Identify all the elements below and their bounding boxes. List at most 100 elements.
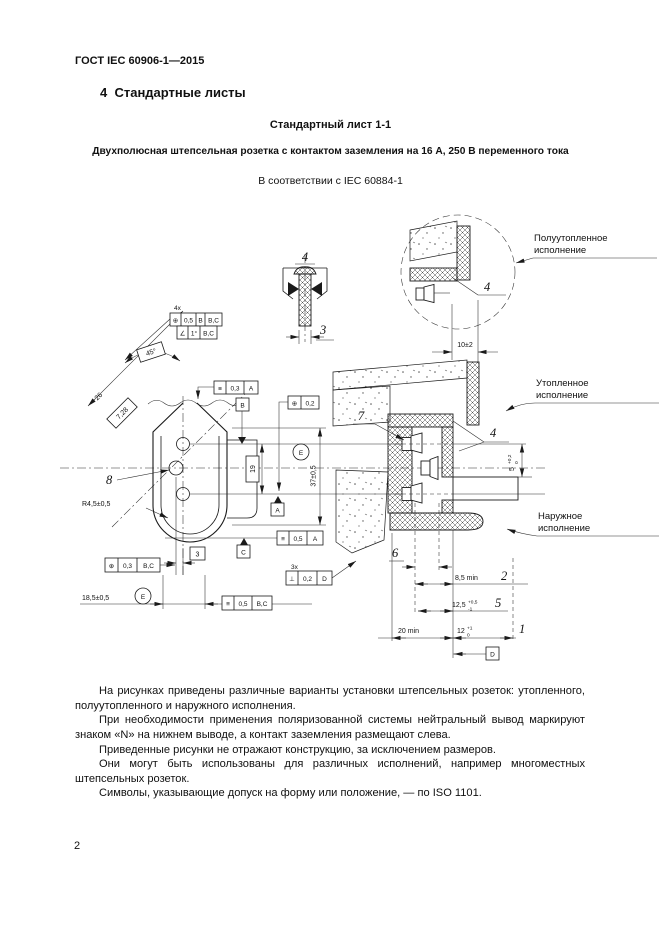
callout-recessed-line2: исполнение — [536, 390, 588, 401]
sym-bottom-tol: 0,5 — [238, 601, 247, 608]
callout-surface-line2: исполнение — [538, 523, 590, 534]
datum-C-label: C — [241, 550, 246, 557]
pin-detail-view: 4 3 — [282, 250, 334, 344]
dim-engagement: 18,5±0,5 E — [80, 575, 312, 609]
datum-B: B — [235, 397, 250, 444]
datum-E-circle2: E — [141, 594, 146, 601]
callout-semi-line1: Полуутопленное — [534, 233, 608, 244]
datum-A: A — [270, 496, 285, 517]
dim-10-2: 10±2 — [457, 342, 473, 349]
tolerance-frame-holes: 4x ⊕ 0,5 B B,C ∠ 1° B,C — [124, 305, 223, 361]
perp-datum: D — [322, 576, 327, 583]
qty-4x: 4x — [174, 305, 182, 312]
tolerance-frame-pos-small: ⊕ 0,2 — [276, 395, 320, 491]
contacts — [401, 432, 439, 504]
qty-3x: 3x — [291, 564, 299, 571]
symmetry-symbol-icon: ≡ — [218, 386, 222, 393]
dim-12-5: 12,5 — [452, 602, 466, 609]
item-4-pin: 4 — [302, 250, 308, 264]
dim-earth-depth: 5 +0,2 0 — [507, 443, 532, 478]
dim-12-5-sup: +0,5 — [468, 600, 478, 606]
tolerance-frame-sym-top: ≡ 0,3 A — [195, 380, 259, 399]
detail-circle: 4 — [400, 214, 516, 330]
dim-37: 37±0,5 — [311, 465, 318, 486]
datum-E-circle: E — [299, 450, 304, 457]
tolerance-frame-sym-bottom: ≡ 0,5 B,C — [221, 595, 273, 611]
note-paragraph: Они могут быть использованы для различны… — [75, 758, 585, 785]
callout-recessed-line1: Утопленное — [536, 378, 589, 389]
page-number: 2 — [74, 840, 81, 852]
callout-semi-line2: исполнение — [534, 245, 586, 256]
face-view: 26 7,28 45° 4x ⊕ 0,5 B B,C — [80, 305, 402, 611]
dim-recess-depth: 10±2 — [432, 300, 498, 362]
item-6: 6 — [392, 546, 399, 560]
item-8: 8 — [106, 473, 113, 487]
position-symbol-icon: ⊕ — [292, 401, 298, 408]
notes-block: На рисунках приведены различные варианты… — [75, 684, 585, 801]
dim-box-depth: 20 min 12 +1 0 1 — [378, 622, 525, 641]
datum-D: D — [453, 646, 500, 661]
dim-12-5-sub: -1 — [468, 607, 473, 613]
sym-top-tol: 0,3 — [230, 386, 239, 393]
item-7: 7 — [358, 409, 365, 423]
section-view: 7 4 4 — [332, 214, 659, 661]
sym-bottom-datums: B,C — [257, 601, 268, 608]
pos-tol: 0,5 — [184, 318, 193, 325]
front-plate-upper — [441, 426, 454, 478]
item-1: 1 — [519, 622, 525, 636]
callout-recessed: Утопленное исполнение — [505, 378, 659, 412]
dim-3-box: 3 — [196, 552, 200, 559]
front-plate-lower — [441, 499, 454, 514]
dim-20-min: 20 min — [398, 628, 419, 635]
note-paragraph: При необходимости применения поляризован… — [75, 714, 585, 741]
tolerance-frame-pos-bottom: ⊕ 0,3 B,C — [104, 557, 175, 573]
dim-body-height: 37±0,5 E — [232, 427, 326, 526]
tolerance-frame-perp: 3x ⊥ 0,2 D — [285, 560, 357, 586]
dim-hole-pitch: 19 — [245, 443, 265, 494]
datum-C: C — [236, 538, 251, 559]
dim-18-5: 18,5±0,5 — [82, 595, 109, 602]
perp-tol: 0,2 — [303, 576, 312, 583]
callout-surface: Наружное исполнение — [506, 511, 659, 537]
wall-plaster-lower — [335, 469, 389, 554]
box-bottom-plate — [389, 512, 484, 531]
dim-shutter-depth: 12,5 +0,5 -1 5 — [418, 596, 508, 614]
callout-semi-recessed: Полуутопленное исполнение — [515, 233, 657, 264]
dim-12-sup: +1 — [467, 626, 473, 632]
datum-B-label: B — [240, 403, 244, 410]
dim-5-sup: +0,2 — [507, 454, 513, 464]
dim-12-sub: 0 — [467, 633, 470, 639]
pos-datum2: B,C — [208, 318, 219, 325]
callout-surface-line1: Наружное — [538, 511, 582, 522]
dim-pitch-diagonal: 26 — [94, 392, 105, 403]
doc-code: ГОСТ IEC 60906-1—2015 — [75, 55, 205, 67]
item-4-section: 4 — [490, 426, 496, 440]
datum-A-label: A — [275, 508, 280, 515]
section-heading: 4 Стандартные листы — [100, 85, 246, 100]
pos-bottom-tol: 0,3 — [123, 563, 132, 570]
sym-right-tol: 0,5 — [293, 536, 302, 543]
front-flange — [466, 361, 480, 426]
wall-plaster-band — [332, 359, 468, 391]
item-5: 5 — [495, 596, 501, 610]
position-symbol-icon: ⊕ — [173, 318, 179, 325]
sym-right-datum: A — [313, 536, 318, 543]
symmetry-symbol-icon: ≡ — [281, 536, 285, 543]
datum-D-label: D — [490, 652, 495, 659]
dim-angle-45: 45° — [145, 347, 158, 358]
dim-5: 5 — [509, 467, 516, 471]
dim-pin-width: 3 — [319, 323, 326, 337]
dim-8-5-min: 8,5 min — [455, 575, 478, 582]
dim-5-sub: 0 — [514, 461, 520, 464]
sym-top-datum: A — [249, 386, 254, 393]
tolerance-frame-sym-right: ≡ 0,5 A — [165, 530, 324, 546]
ang-tol: 1° — [191, 330, 198, 338]
symmetry-symbol-icon: ≡ — [226, 601, 230, 608]
ang-datums: B,C — [203, 331, 214, 338]
pos-bottom-datums: B,C — [143, 563, 154, 570]
pos-small-tol: 0,2 — [305, 401, 314, 408]
dim-corner-radius: R4,5±0,5 — [82, 501, 110, 508]
centerlines — [60, 254, 548, 575]
